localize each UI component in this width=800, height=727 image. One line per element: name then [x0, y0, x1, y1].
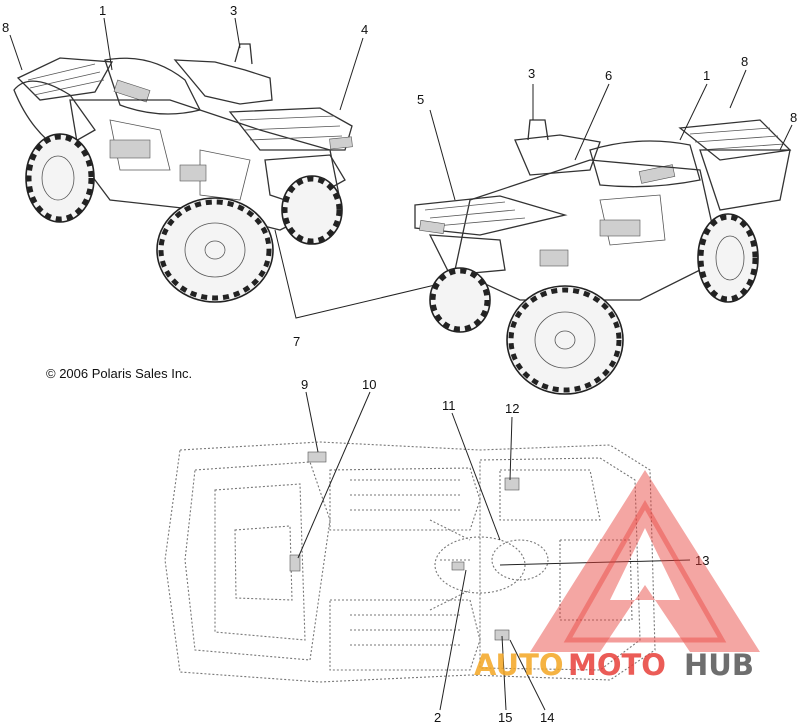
watermark-inner-triangle — [563, 499, 727, 643]
front-wheel-right — [506, 285, 624, 395]
rear-wheel-left — [25, 133, 95, 223]
callout-12: 12 — [505, 401, 519, 416]
callout-2: 2 — [434, 710, 441, 725]
callout-8-rear-left: 8 — [2, 20, 9, 35]
front-wheel-right-far — [429, 267, 491, 333]
leader-lines — [9, 17, 793, 711]
callout-7: 7 — [293, 334, 300, 349]
callout-11: 11 — [442, 398, 456, 413]
watermark-text-hub: HUB — [684, 648, 754, 682]
callout-3-right: 3 — [528, 66, 535, 81]
front-wheel-left-far — [281, 175, 343, 245]
rear-wheel-right — [697, 213, 759, 303]
callout-14: 14 — [540, 710, 554, 725]
callout-1-left: 1 — [99, 3, 106, 18]
callout-15: 15 — [498, 710, 512, 725]
callout-1-right: 1 — [703, 68, 710, 83]
atv-right-illustration — [414, 119, 792, 395]
callout-13: 13 — [695, 553, 709, 568]
front-wheel-left — [156, 197, 274, 303]
callout-8-right-side: 8 — [790, 110, 797, 125]
callout-8-right-top: 8 — [741, 54, 748, 69]
callout-6: 6 — [605, 68, 612, 83]
callout-3-left: 3 — [230, 3, 237, 18]
callout-10: 10 — [362, 377, 376, 392]
atv-left-illustration — [13, 43, 353, 303]
callout-4: 4 — [361, 22, 368, 37]
callout-9: 9 — [301, 377, 308, 392]
copyright-notice: © 2006 Polaris Sales Inc. — [46, 366, 192, 381]
watermark-text-moto: MOTO — [568, 648, 666, 682]
automotohub-watermark-logo: AUTO MOTO HUB — [474, 470, 760, 682]
callout-5: 5 — [417, 92, 424, 107]
watermark-text-auto: AUTO — [474, 648, 564, 682]
